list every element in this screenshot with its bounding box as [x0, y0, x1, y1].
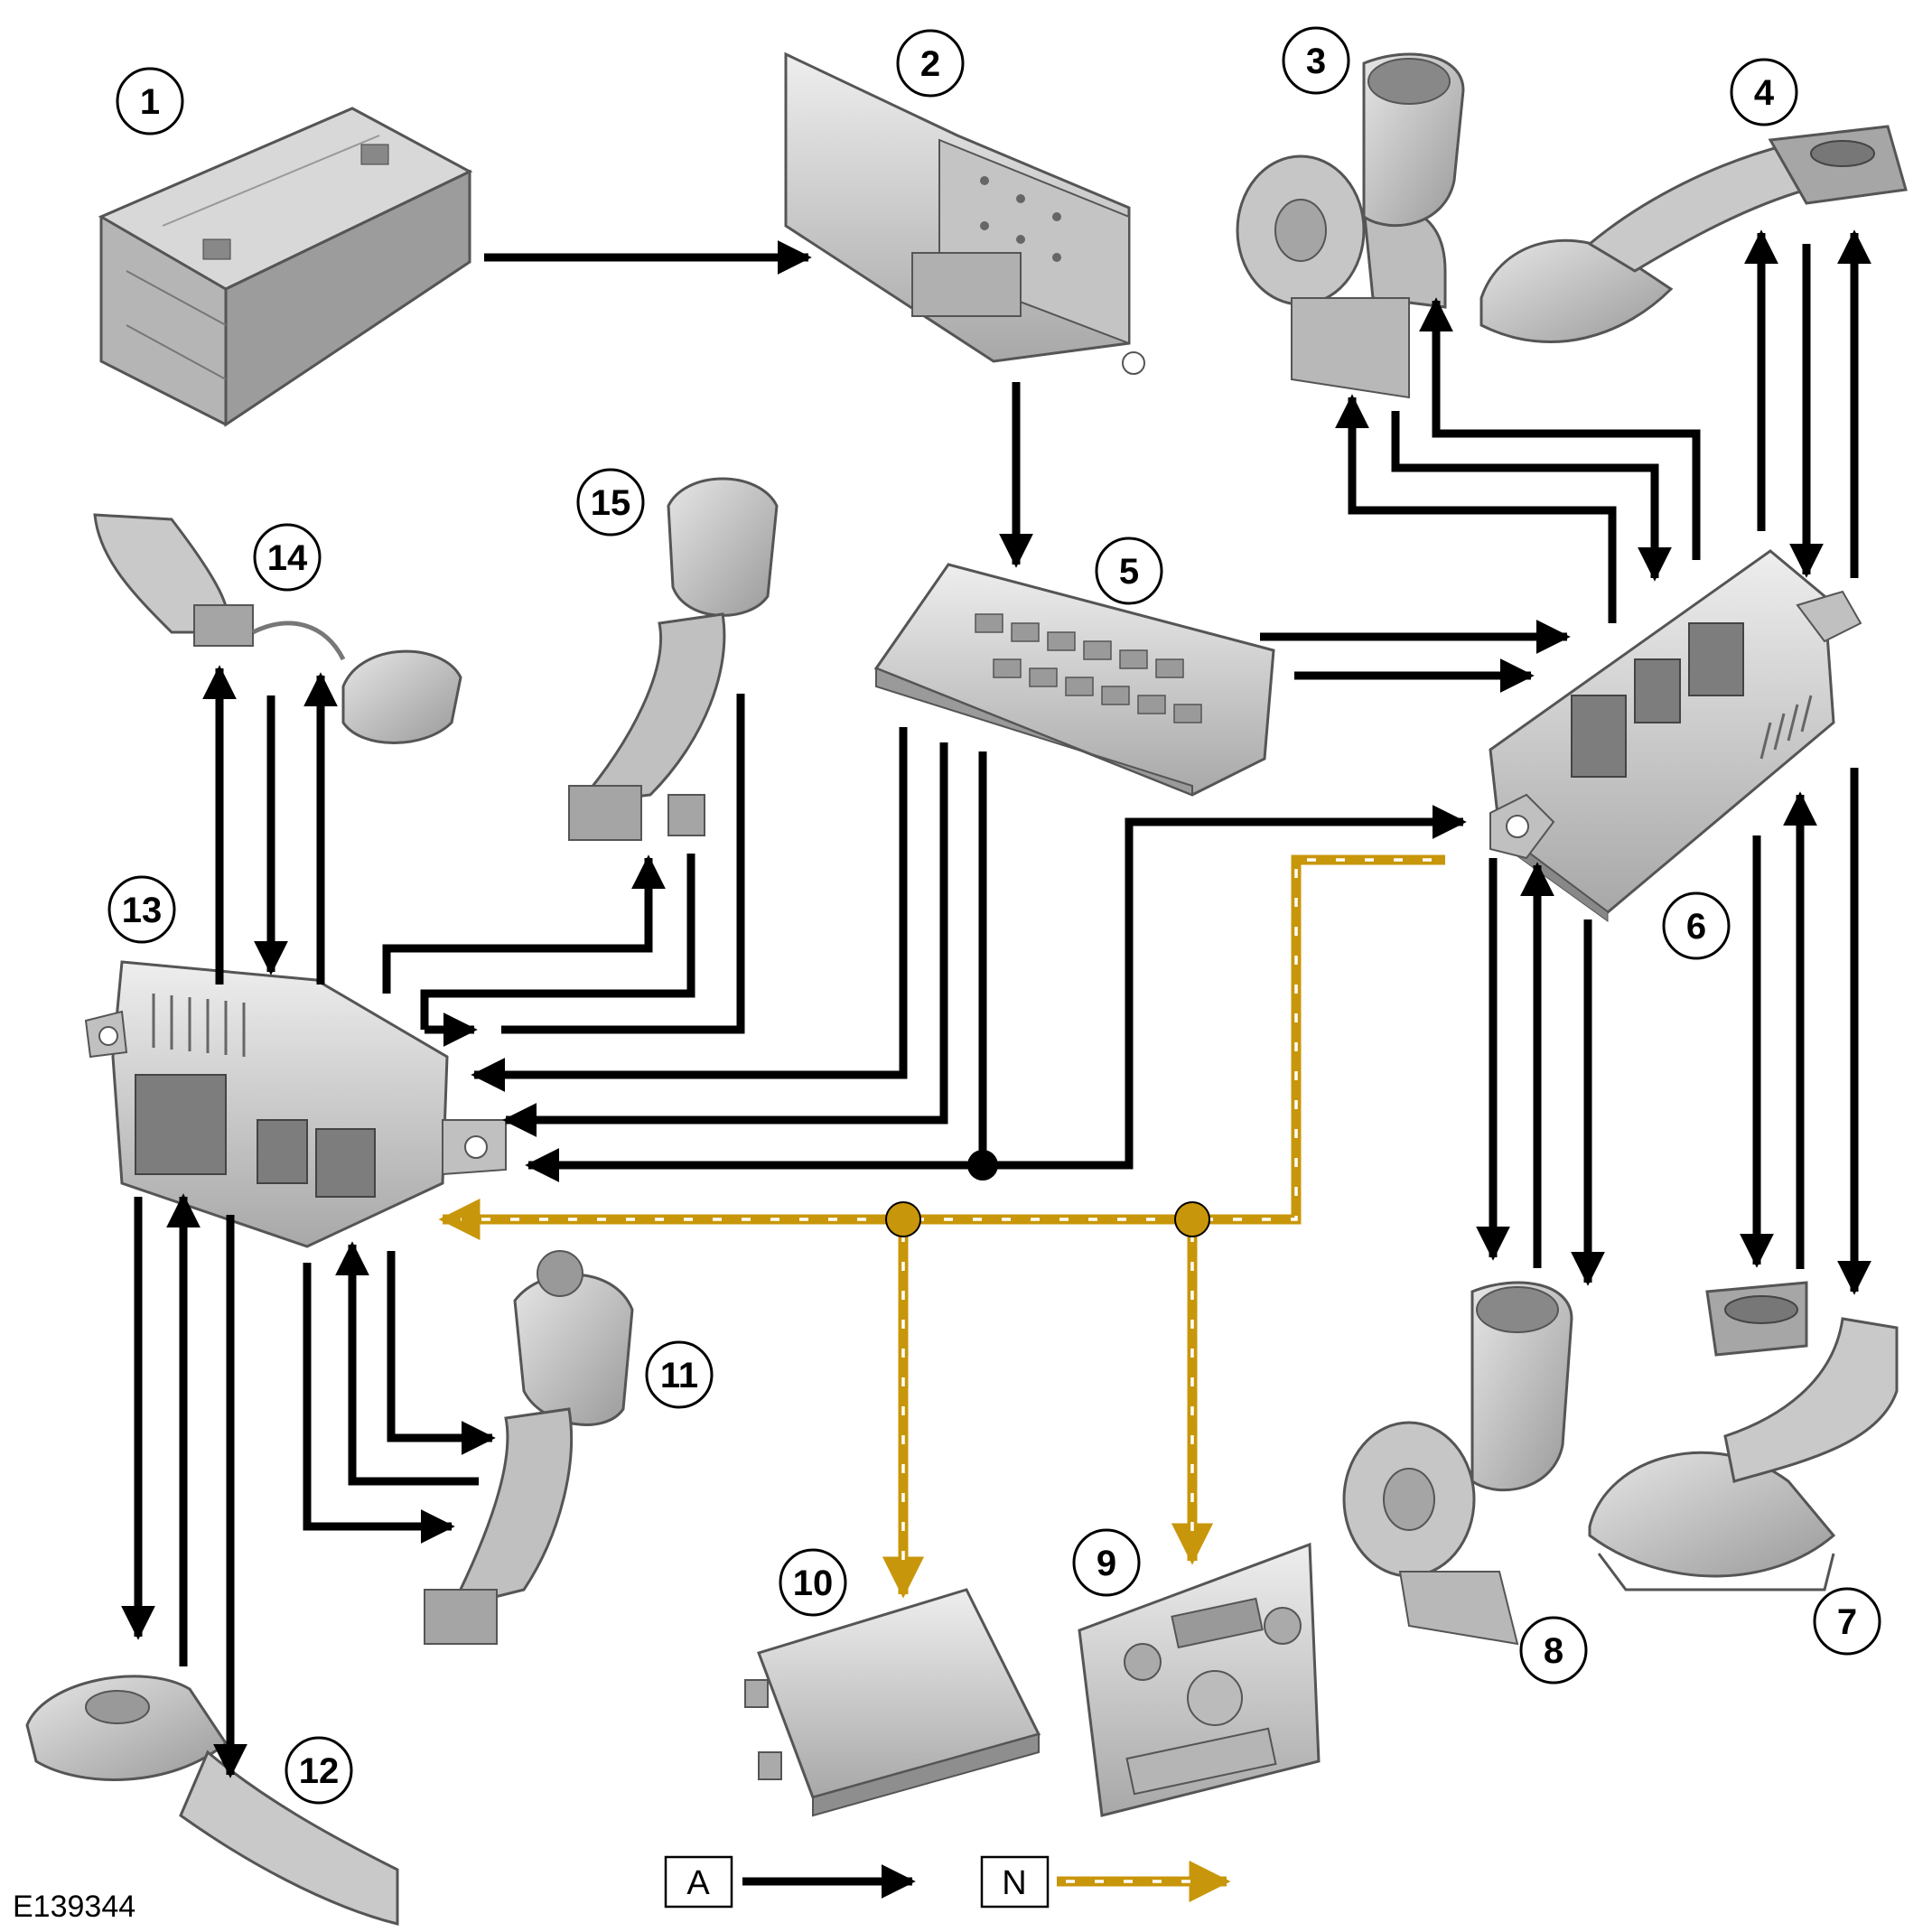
- svg-text:A: A: [686, 1864, 710, 1902]
- junction-box-component: [784, 51, 1145, 375]
- control-module-6-component: [1489, 549, 1862, 922]
- battery-component: [98, 107, 473, 427]
- actuator-4-component: [1479, 125, 1908, 344]
- svg-text:12: 12: [299, 1751, 340, 1791]
- wires-n: [438, 854, 1445, 1599]
- callout-11: 11: [645, 1340, 714, 1409]
- svg-text:15: 15: [591, 483, 631, 523]
- actuator-12-component: [25, 1675, 399, 1926]
- svg-text:5: 5: [1119, 552, 1139, 592]
- callout-1: 1: [116, 67, 184, 135]
- wires-a: [121, 229, 1871, 1778]
- figure-reference: E139344: [13, 1890, 135, 1924]
- svg-text:6: 6: [1686, 907, 1706, 947]
- wire-3-to-6: [1391, 411, 1672, 582]
- callout-2: 2: [896, 29, 965, 98]
- actuator-14-component: [93, 513, 462, 744]
- wire-6-to-3-a: [1335, 394, 1617, 623]
- wire-5-to-13-a: [471, 727, 908, 1092]
- callout-6: 6: [1662, 891, 1731, 960]
- svg-text:7: 7: [1837, 1602, 1857, 1642]
- blower-11-component: [424, 1250, 634, 1645]
- wire-5-to-13-b: [502, 742, 948, 1137]
- control-module-13-component: [84, 960, 507, 1248]
- legend-n: N: [980, 1855, 1231, 1909]
- wire-15-to-13-c: [501, 694, 745, 1034]
- callout-12: 12: [285, 1736, 353, 1805]
- callout-7: 7: [1813, 1587, 1881, 1656]
- callout-4: 4: [1730, 58, 1798, 126]
- wire-junction-node-n2: [1174, 1201, 1210, 1237]
- svg-text:14: 14: [267, 538, 308, 578]
- fan-unit-8-component: [1342, 1281, 1573, 1646]
- climate-control-panel-component: [1078, 1542, 1321, 1817]
- svg-text:11: 11: [660, 1356, 698, 1395]
- module-10-component: [744, 1588, 1041, 1817]
- svg-text:2: 2: [920, 44, 940, 84]
- svg-text:1: 1: [140, 82, 160, 122]
- svg-text:9: 9: [1097, 1544, 1116, 1583]
- callout-5: 5: [1095, 537, 1163, 605]
- wire-13-to-11-a: [387, 1251, 496, 1455]
- svg-text:10: 10: [793, 1563, 834, 1603]
- callout-8: 8: [1519, 1616, 1588, 1685]
- fuse-box-component: [873, 563, 1275, 797]
- callout-13: 13: [107, 875, 176, 944]
- wire-junction-node-a: [967, 1150, 998, 1181]
- wire-6-to-3-b: [1419, 297, 1701, 560]
- wire-junction-node-n1: [885, 1201, 921, 1237]
- wire-15-to-13-a: [420, 854, 695, 1030]
- svg-text:3: 3: [1306, 42, 1326, 81]
- fan-unit-3-component: [1236, 52, 1465, 399]
- wire-junction-to-6: [983, 805, 1467, 1170]
- legend-a: A: [664, 1855, 916, 1909]
- svg-text:4: 4: [1754, 73, 1775, 113]
- callout-9: 9: [1072, 1528, 1141, 1597]
- callout-15: 15: [576, 468, 645, 537]
- callout-14: 14: [253, 523, 322, 592]
- wire-11-to-13: [335, 1241, 479, 1486]
- actuator-7-component: [1588, 1281, 1899, 1591]
- svg-text:13: 13: [122, 891, 163, 930]
- wire-13-to-11-b: [303, 1263, 455, 1544]
- callout-3: 3: [1282, 26, 1350, 95]
- wire-13-to-15: [382, 854, 666, 994]
- blower-15-component: [568, 477, 779, 841]
- svg-text:8: 8: [1544, 1631, 1563, 1671]
- callout-10: 10: [779, 1548, 847, 1617]
- svg-text:N: N: [1002, 1864, 1026, 1902]
